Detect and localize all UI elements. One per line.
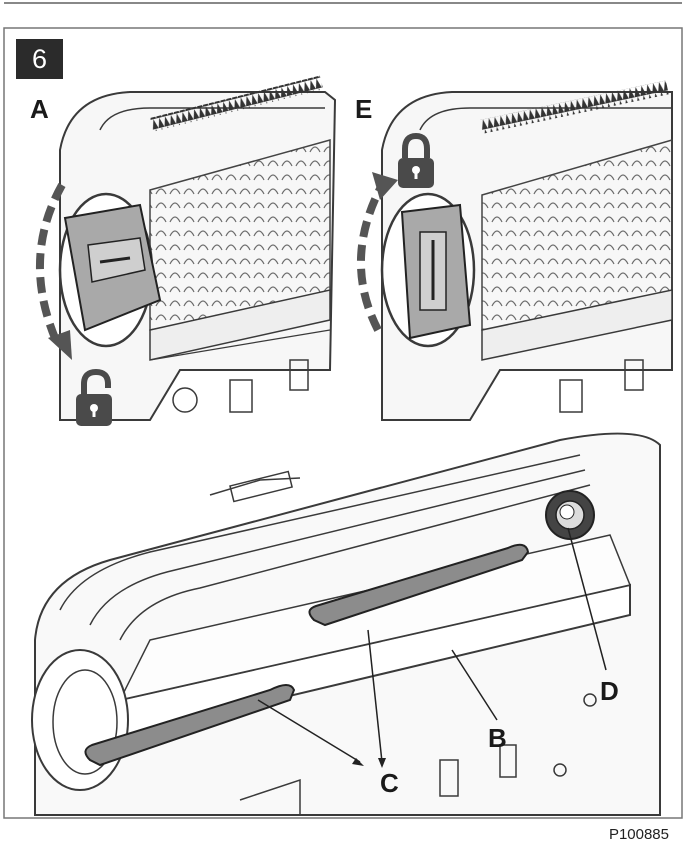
leader-b [451, 649, 498, 721]
panel-label-a: A [30, 94, 49, 124]
leader-c-lower [257, 699, 361, 763]
locked-padlock-icon [398, 132, 434, 188]
figure-reference-code: P100885 [608, 826, 669, 843]
leader-c-upper [367, 629, 383, 763]
gear-rack [150, 75, 324, 132]
unlocked-padlock-icon [76, 368, 112, 426]
rail-lower [84, 684, 296, 767]
rotation-arrow-up [356, 183, 386, 332]
callout-label-c: C [380, 768, 399, 798]
panel-label-e: E [355, 94, 373, 124]
panel-lock [356, 80, 673, 421]
border [3, 27, 683, 819]
leader-d [567, 527, 607, 671]
rotation-arrow-down [36, 183, 66, 347]
step-number-badge: 6 [16, 39, 63, 79]
callout-label-d: D [600, 676, 619, 706]
callout-label-b: B [488, 723, 507, 753]
panel-detail [31, 432, 661, 816]
panel-unlock [36, 75, 337, 421]
rail-upper [308, 543, 530, 627]
